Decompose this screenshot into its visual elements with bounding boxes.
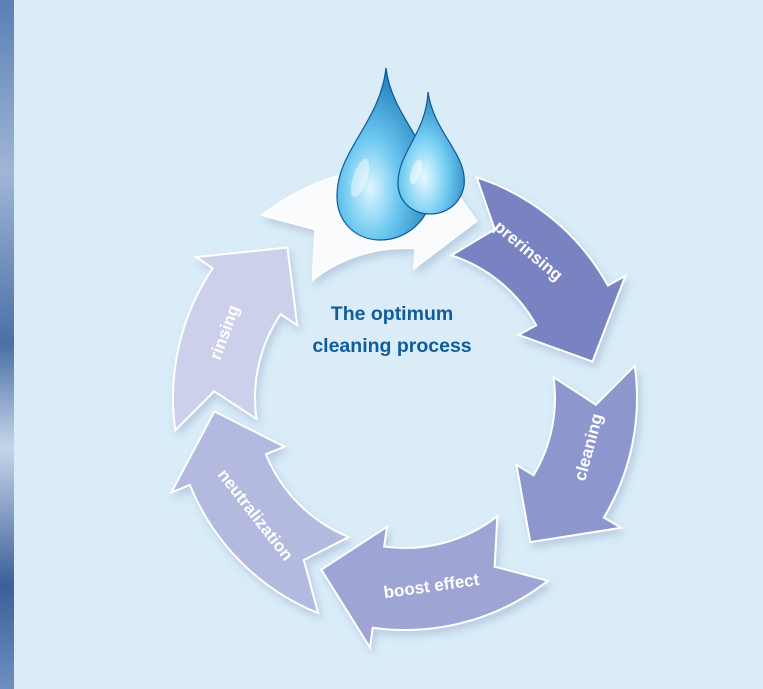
water-drops-icon	[336, 67, 465, 241]
cycle-arrow-prerinsing	[448, 175, 628, 363]
diagram-title-line2: cleaning process	[312, 335, 471, 357]
cycle-arrows	[169, 143, 638, 651]
cycle-arrow-cleaning	[515, 363, 638, 544]
left-edge-strip	[0, 0, 14, 689]
cycle-arrow-neutralization	[169, 409, 352, 615]
cycle-arrow-boost-effect	[319, 514, 551, 651]
cycle-arrow-rinsing	[172, 246, 299, 433]
diagram-title-line1: The optimum	[331, 303, 453, 325]
